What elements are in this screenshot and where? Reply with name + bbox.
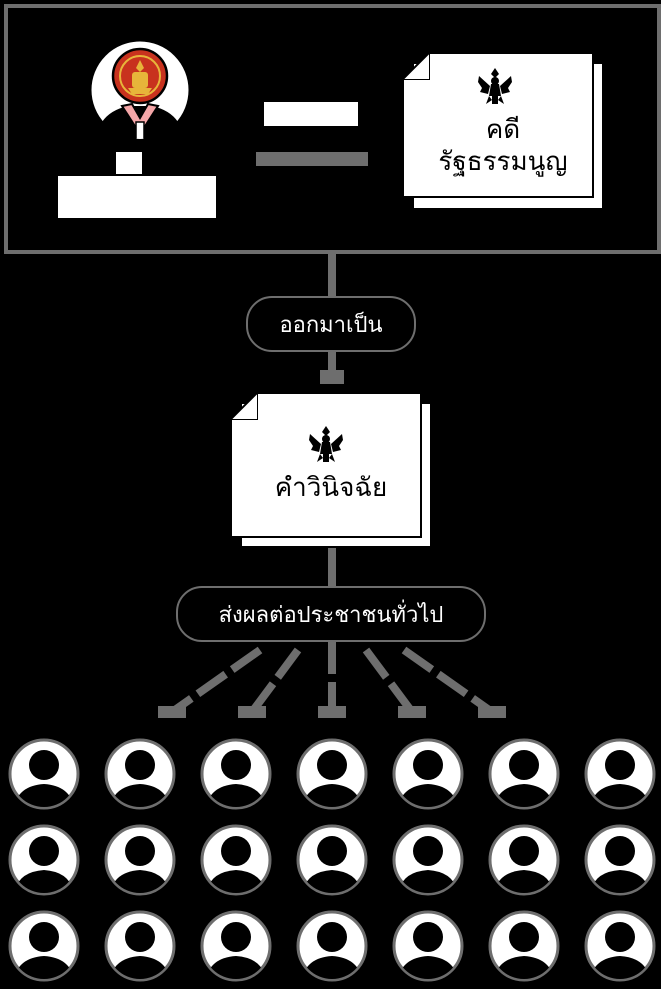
garuda-emblem-icon [478, 68, 512, 104]
ruling-document: คำวินิจฉัย [230, 392, 432, 548]
flow-label-affects-public: ส่งผลต่อประชาชนทั่วไป [176, 586, 486, 642]
person-avatar-icon [200, 910, 272, 982]
person-avatar-icon [392, 738, 464, 810]
connector-arrow-head [320, 370, 344, 384]
connector-line [328, 254, 336, 300]
garuda-emblem-icon [309, 426, 343, 462]
distribution-arrows [158, 640, 506, 718]
flow-label-issued-as: ออกมาเป็น [246, 296, 416, 352]
person-avatar-icon [584, 824, 656, 896]
person-avatar-icon [392, 824, 464, 896]
person-avatar-icon [488, 910, 560, 982]
person-avatar-icon [8, 910, 80, 982]
person-avatar-icon [488, 824, 560, 896]
connector-line [328, 350, 336, 372]
judge-label-redacted-2 [58, 176, 216, 218]
person-avatar-icon [488, 738, 560, 810]
person-avatar-icon [104, 738, 176, 810]
page-fold-icon [402, 52, 430, 80]
person-avatar-icon [8, 738, 80, 810]
judge-avatar-icon [88, 38, 192, 142]
case-document-line1: คดี [485, 115, 521, 145]
person-avatar-icon [8, 824, 80, 896]
judge-label-redacted [116, 152, 142, 174]
ruling-document-label: คำวินิจฉัย [274, 473, 388, 503]
relation-arrow [256, 152, 368, 166]
connector-line [328, 548, 336, 588]
person-avatar-icon [584, 738, 656, 810]
person-avatar-icon [104, 910, 176, 982]
case-document-line2: รัฐธรรมนูญ [438, 147, 568, 177]
relation-label-redacted [264, 102, 358, 126]
person-avatar-icon [296, 824, 368, 896]
person-avatar-icon [296, 738, 368, 810]
case-document: คดี รัฐธรรมนูญ [402, 52, 604, 210]
person-avatar-icon [200, 738, 272, 810]
person-avatar-icon [296, 910, 368, 982]
person-avatar-icon [584, 910, 656, 982]
page-fold-icon [230, 392, 258, 420]
person-avatar-icon [392, 910, 464, 982]
person-avatar-icon [104, 824, 176, 896]
person-avatar-icon [200, 824, 272, 896]
